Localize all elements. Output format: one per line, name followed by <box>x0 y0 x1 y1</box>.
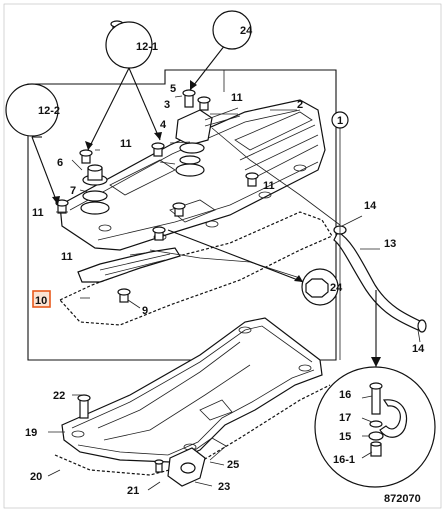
label-1: 1 <box>337 115 343 127</box>
bolt-9 <box>117 288 131 303</box>
callout-circle-1 <box>331 111 349 129</box>
label-21: 21 <box>127 485 139 497</box>
label-14-b: 14 <box>412 343 425 355</box>
leader-lines <box>31 44 421 491</box>
label-11-a: 11 <box>231 92 243 104</box>
label-10: 10 <box>35 295 47 307</box>
detail-clip-bubble <box>314 366 436 488</box>
label-11-c: 11 <box>263 180 275 192</box>
callout-nut-24-mid <box>301 268 339 306</box>
label-25: 25 <box>227 459 239 471</box>
label-20: 20 <box>30 471 42 483</box>
assembly-boundary <box>27 69 337 361</box>
callout-bubble-24-top <box>212 10 252 50</box>
label-23: 23 <box>218 481 230 493</box>
sensor-bracket <box>154 437 227 487</box>
label-6: 6 <box>57 157 63 169</box>
label-19: 19 <box>25 427 37 439</box>
label-16-1: 16-1 <box>333 454 355 466</box>
label-17: 17 <box>339 412 351 424</box>
callout-bubble-12-2 <box>5 83 59 137</box>
figure-number: 872070 <box>384 493 421 505</box>
label-11-d: 11 <box>32 207 44 219</box>
baffle-plate <box>77 247 181 283</box>
outer-frame <box>3 3 442 509</box>
label-4: 4 <box>160 119 167 131</box>
breather-hose <box>333 225 427 333</box>
label-11-e: 11 <box>61 251 73 263</box>
label-24-mid: 24 <box>330 282 343 294</box>
label-16: 16 <box>339 389 351 401</box>
label-13: 13 <box>384 238 396 250</box>
label-22: 22 <box>53 390 65 402</box>
label-12-2: 12-2 <box>38 105 60 117</box>
label-7: 7 <box>70 185 76 197</box>
label-2: 2 <box>297 99 303 111</box>
highlight-box-10 <box>32 290 51 308</box>
callout-bubble-12-1 <box>105 21 153 69</box>
arrowheads <box>52 80 381 367</box>
label-24-top: 24 <box>240 25 253 37</box>
oil-filler-cap <box>80 164 110 215</box>
label-11-b: 11 <box>120 138 132 150</box>
label-12-1: 12-1 <box>136 41 158 53</box>
adaptor-gasket <box>54 384 331 476</box>
label-3: 3 <box>164 99 170 111</box>
label-15: 15 <box>339 431 351 443</box>
bolts-11 <box>55 96 259 241</box>
label-9: 9 <box>142 305 148 317</box>
label-5: 5 <box>170 83 176 95</box>
label-14-a: 14 <box>364 200 377 212</box>
bolt-22 <box>77 394 91 419</box>
adaptor-plate <box>61 317 323 463</box>
